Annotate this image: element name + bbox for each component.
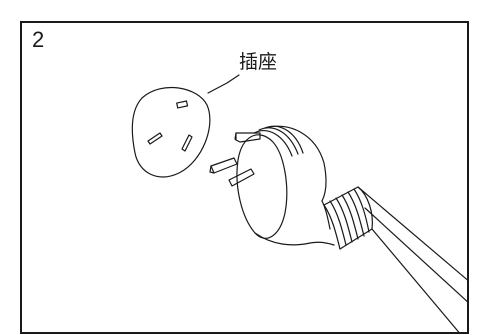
callout-leader-line bbox=[207, 74, 240, 94]
plug-icon bbox=[209, 125, 467, 332]
step-number: 2 bbox=[32, 27, 45, 52]
socket-icon bbox=[131, 86, 211, 178]
plug-socket-illustration bbox=[131, 74, 467, 332]
socket-label: 插座 bbox=[239, 51, 278, 73]
figure-frame: 2 插座 bbox=[20, 21, 469, 334]
